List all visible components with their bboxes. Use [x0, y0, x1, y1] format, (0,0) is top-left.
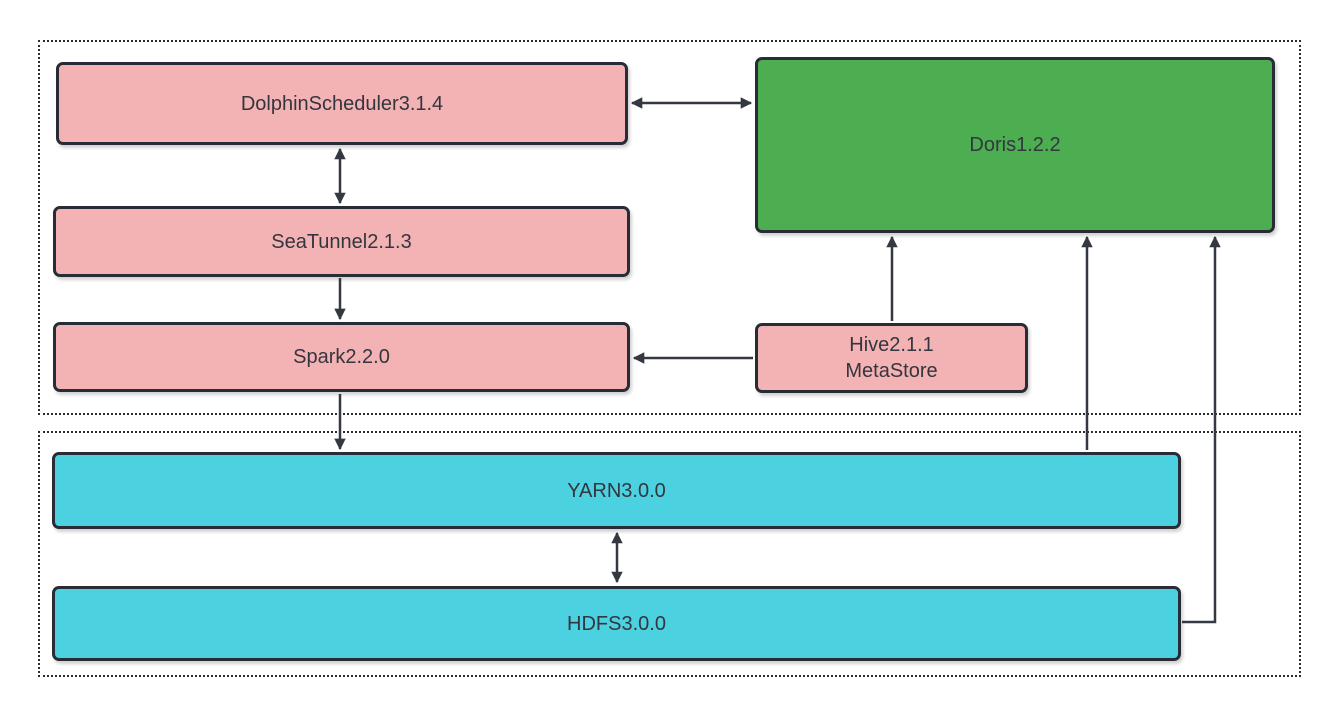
- node-hive-label-line2: MetaStore: [845, 360, 938, 382]
- node-spark-label: Spark2.2.0: [293, 346, 390, 368]
- node-yarn: YARN3.0.0: [52, 452, 1181, 529]
- node-yarn-label: YARN3.0.0: [567, 479, 666, 502]
- node-doris: Doris1.2.2: [755, 57, 1275, 233]
- lower-layer-group: [38, 431, 1301, 677]
- node-hive-label-line1: Hive2.1.1: [849, 334, 934, 356]
- node-hive-metastore: Hive2.1.1 MetaStore: [755, 323, 1028, 393]
- node-hdfs: HDFS3.0.0: [52, 586, 1181, 661]
- node-seatunnel: SeaTunnel2.1.3: [53, 206, 630, 277]
- node-doris-label: Doris1.2.2: [969, 134, 1061, 156]
- node-seatunnel-label: SeaTunnel2.1.3: [271, 230, 412, 253]
- upper-layer-group: [38, 40, 1301, 415]
- node-dolphinscheduler-label: DolphinScheduler3.1.4: [240, 92, 444, 115]
- node-spark: Spark2.2.0: [53, 322, 630, 392]
- node-dolphinscheduler: DolphinScheduler3.1.4: [56, 62, 628, 145]
- node-hdfs-label: HDFS3.0.0: [567, 612, 666, 635]
